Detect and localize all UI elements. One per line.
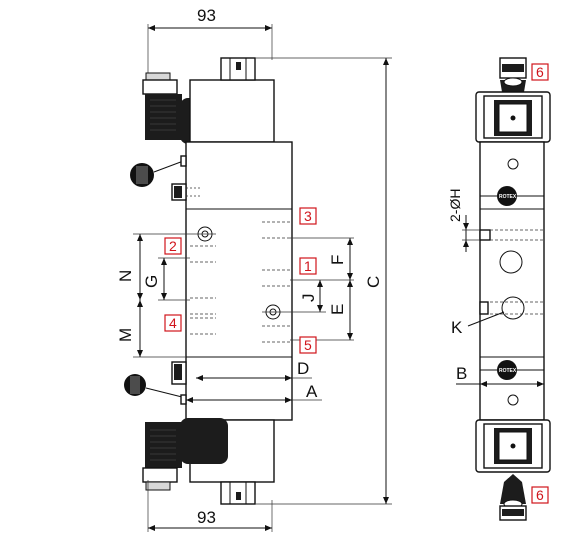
dim-label-c: C [364,276,383,288]
dim-label-e: E [328,304,347,315]
top-manual-plug [220,57,256,81]
side-view: 6 ROTEX [447,57,551,521]
dim-label-2-oh: 2-ØH [447,189,463,222]
dim-label-a: A [306,382,318,401]
top-coil-housing [189,79,275,143]
dimension-overall-height: C [255,57,392,505]
port-label-5: 5 [299,336,317,354]
dimension-width-bottom: 93 [147,480,273,532]
side-bottom-plug [499,474,527,521]
dim-label-f: F [328,255,347,265]
svg-text:5: 5 [304,337,312,353]
port-label-3: 3 [299,207,317,225]
side-bottom-coil [475,419,551,473]
svg-text:6: 6 [536,487,544,503]
dimension-width-top: 93 [147,6,273,80]
side-top-coil [475,91,551,143]
upper-silencer-icon [130,155,187,187]
dim-label-g: G [142,275,161,288]
mount-hole-lower [262,304,284,320]
svg-text:6: 6 [536,64,544,80]
dim-label-j: J [299,294,318,303]
dim-label-93-top: 93 [197,6,216,25]
side-indicator-bottom [507,394,519,406]
dim-label-k: K [451,318,463,337]
side-logo-lower: ROTEX [480,360,544,380]
dim-label-n: N [116,270,135,282]
front-view: 93 [116,6,392,532]
dimension-offset-j: J [284,280,326,313]
dimension-port-spacing: F E [290,237,354,341]
lower-pilot-fitting [171,361,187,385]
port-label-4: 4 [164,314,182,332]
svg-text:2: 2 [169,238,177,254]
mount-hole-upper [194,226,216,242]
svg-text:3: 3 [304,208,312,224]
side-port-k: K [451,296,544,337]
dim-label-m: M [116,328,135,342]
svg-text:1: 1 [304,258,312,274]
dim-label-d: D [297,359,309,378]
port-label-2: 2 [164,237,182,255]
lower-silencer-icon [124,374,187,405]
bottom-coil-connector [142,418,228,491]
dim-label-b: B [456,364,467,383]
upper-pilot-fitting [171,183,200,201]
port-label-6-top: 6 [531,63,549,81]
dimension-depth: D A [186,359,322,403]
dim-label-93-bottom: 93 [197,508,216,527]
dimension-side-width: B [456,364,544,387]
port-label-6-bottom: 6 [531,486,549,504]
side-logo-upper: ROTEX [480,186,544,206]
dimension-mount-left: N G M [116,233,194,358]
valve-body [185,141,293,421]
hidden-port-bores [190,221,290,343]
svg-text:ROTEX: ROTEX [499,194,517,200]
side-indicator-top [507,158,519,170]
svg-text:ROTEX: ROTEX [499,368,517,374]
svg-text:4: 4 [169,315,177,331]
port-label-1: 1 [299,257,317,275]
side-port-1 [499,250,523,274]
bottom-manual-plug [220,481,256,505]
side-mount-bore: 2-ØH [447,189,544,252]
